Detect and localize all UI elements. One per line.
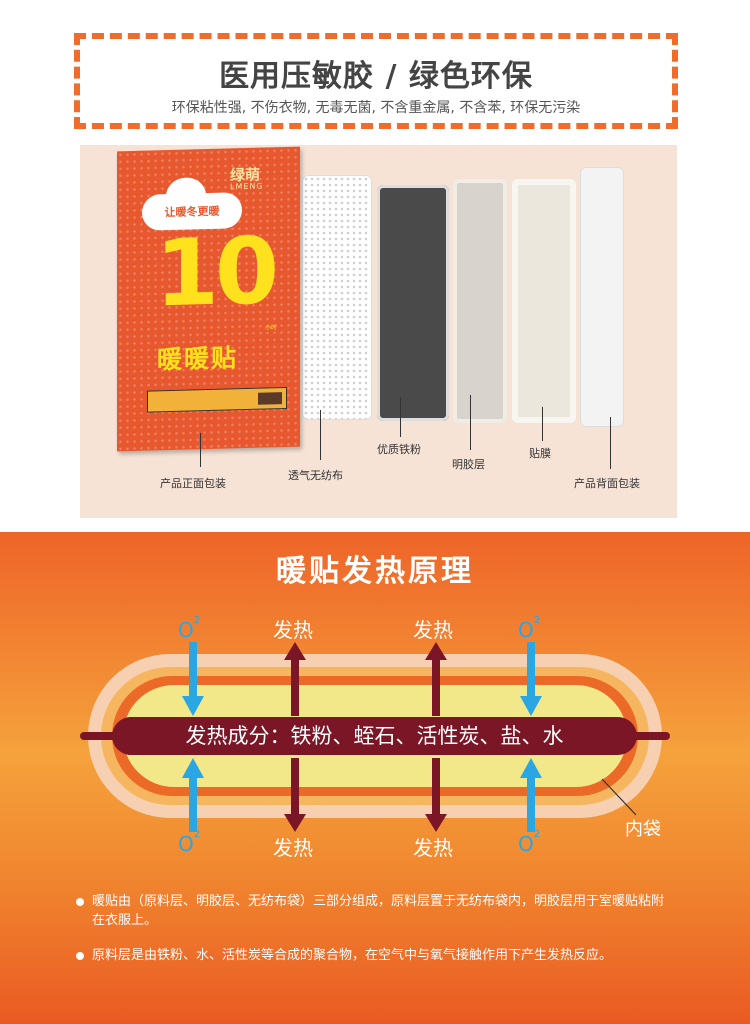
oxygen-arrow-down-2-icon — [520, 642, 542, 716]
package-band — [147, 386, 287, 413]
heat-arrow-up-2-icon — [425, 642, 447, 716]
brand-logo-en: LMENG — [230, 181, 264, 192]
back-package-layer — [580, 167, 624, 427]
core-stem-left — [80, 732, 120, 740]
principle-title: 暖贴发热原理 — [276, 554, 474, 589]
lead-line-front — [200, 433, 201, 467]
note-2: 原料层是由铁粉、水、活性炭等合成的聚合物，在空气中与氧气接触作用下产生发热反应。 — [76, 946, 672, 965]
label-iron: 优质铁粉 — [377, 443, 421, 456]
bullet-icon — [76, 952, 84, 960]
iron-powder-layer — [377, 185, 449, 421]
heat-arrow-down-2-icon — [425, 758, 447, 832]
oxygen-label-top-2: O2 — [518, 615, 541, 642]
heat-arrow-down-1-icon — [284, 758, 306, 832]
fabric-layer — [302, 175, 372, 420]
core-ingredients: 发热成分：铁粉、蛭石、活性炭、盐、水 — [185, 724, 564, 748]
product-layers-image: 绿萌 LMENG 让暖冬更暖 10 小时 暖暖贴 产品正面包装 透气无纺布 优质… — [80, 145, 677, 518]
hours-number: 10 — [155, 217, 276, 328]
product-name: 暖暖贴 — [157, 343, 239, 375]
oxygen-arrow-up-1-icon — [182, 758, 204, 832]
oxygen-label-bottom-1: O2 — [178, 829, 201, 856]
inner-bag-pointer — [601, 778, 637, 816]
note-1: 暖贴由（原料层、明胶层、无纺布袋）三部分组成，原料层置于无纺布袋内，明胶层用于室… — [76, 892, 672, 930]
oxygen-label-top-1: O2 — [178, 615, 201, 642]
film-layer — [512, 179, 576, 423]
header-banner: 医用压敏胶 / 绿色环保 环保粘性强, 不伤衣物, 无毒无菌, 不含重金属, 不… — [74, 33, 678, 129]
oxygen-arrow-up-2-icon — [520, 758, 542, 832]
hours-unit: 小时 — [265, 324, 278, 332]
oxygen-arrow-down-1-icon — [182, 642, 204, 716]
lead-line-gel — [470, 395, 471, 450]
label-front: 产品正面包装 — [160, 477, 226, 490]
label-fabric: 透气无纺布 — [288, 469, 343, 482]
header-subtitle: 环保粘性强, 不伤衣物, 无毒无菌, 不含重金属, 不含苯, 环保无污染 — [171, 100, 581, 116]
lead-line-back — [610, 417, 611, 469]
heat-label-top-2: 发热 — [413, 618, 453, 642]
core-stem-right — [630, 732, 670, 740]
oxygen-label-bottom-2: O2 — [518, 829, 541, 856]
heat-label-bottom-1: 发热 — [273, 836, 313, 860]
core-bar — [112, 717, 637, 755]
header-title: 医用压敏胶 / 绿色环保 — [219, 59, 533, 94]
gel-layer — [453, 179, 507, 423]
inner-bag-label: 内袋 — [625, 819, 661, 840]
heat-label-bottom-2: 发热 — [413, 836, 453, 860]
front-package: 绿萌 LMENG 让暖冬更暖 10 小时 暖暖贴 — [117, 146, 300, 452]
heat-label-top-1: 发热 — [273, 618, 313, 642]
lead-line-film — [542, 407, 543, 441]
label-back: 产品背面包装 — [574, 477, 640, 490]
label-gel: 明胶层 — [452, 458, 485, 471]
cloud-text: 让暖冬更暖 — [164, 204, 220, 220]
label-film: 贴膜 — [529, 447, 551, 460]
heat-principle-section: 暖贴发热原理 发热成分：铁粉、蛭石、活性炭、盐、水 — [0, 532, 750, 1024]
bullet-icon — [76, 898, 84, 906]
lead-line-fabric — [320, 410, 321, 460]
lead-line-iron — [400, 397, 401, 437]
heat-arrow-up-1-icon — [284, 642, 306, 716]
